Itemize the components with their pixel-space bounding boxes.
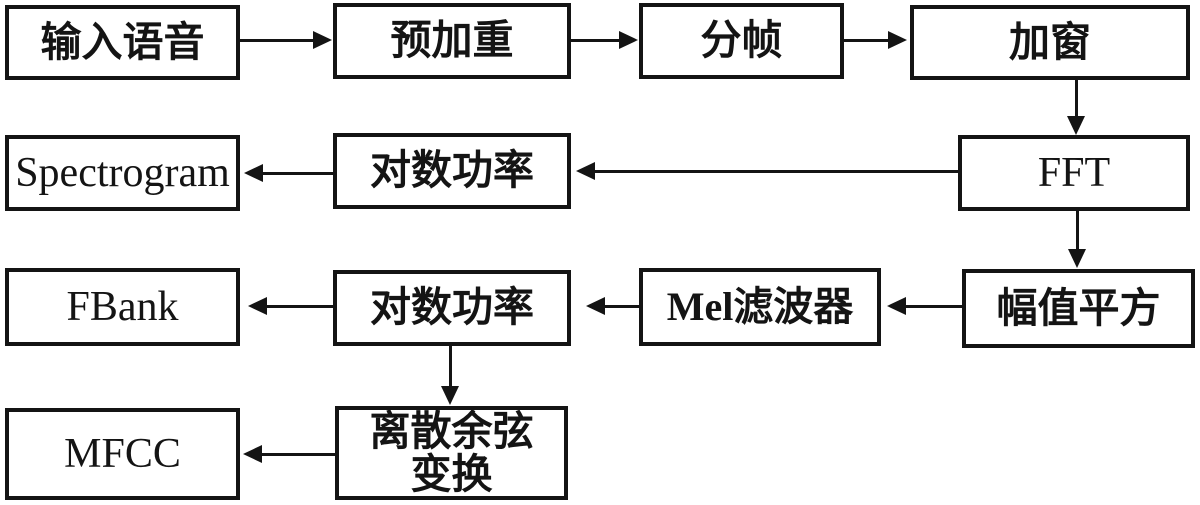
- arrowhead-down-icon: [441, 386, 459, 405]
- node-dct-label-line1: 离散余弦: [369, 407, 534, 454]
- node-fbank-label: FBank: [66, 283, 179, 330]
- arrow-line: [262, 172, 333, 175]
- node-fft: FFT: [958, 135, 1190, 211]
- node-framing: 分帧: [639, 3, 844, 79]
- node-magnitude-square-label: 幅值平方: [996, 284, 1161, 331]
- node-preemphasis: 预加重: [333, 3, 571, 79]
- arrowhead-right-icon: [619, 31, 638, 49]
- node-log-power-spectrogram-label: 对数功率: [370, 147, 534, 194]
- node-windowing-label: 加窗: [1009, 18, 1091, 65]
- node-dct: 离散余弦 变换: [335, 406, 568, 500]
- arrow-line: [1076, 211, 1079, 251]
- node-preemphasis-label: 预加重: [390, 17, 514, 64]
- arrowhead-left-icon: [887, 297, 906, 315]
- node-fbank: FBank: [5, 268, 240, 346]
- node-mfcc: MFCC: [5, 408, 240, 500]
- arrow-line: [844, 39, 890, 42]
- node-mel-filterbank: Mel滤波器: [639, 268, 881, 346]
- arrowhead-right-icon: [313, 31, 332, 49]
- node-windowing: 加窗: [910, 5, 1190, 80]
- arrowhead-left-icon: [576, 162, 595, 180]
- node-input-speech: 输入语音: [5, 5, 240, 80]
- node-log-power-spectrogram: 对数功率: [333, 133, 571, 209]
- node-dct-label-line2: 变换: [410, 451, 493, 497]
- arrow-line: [240, 39, 316, 42]
- arrowhead-left-icon: [243, 445, 262, 463]
- node-spectrogram: Spectrogram: [5, 135, 240, 211]
- arrowhead-left-icon: [586, 297, 605, 315]
- arrowhead-down-icon: [1068, 249, 1086, 268]
- arrow-line: [449, 346, 452, 388]
- node-magnitude-square: 幅值平方: [962, 269, 1195, 348]
- arrow-line: [571, 39, 621, 42]
- node-log-power-fbank-label: 对数功率: [370, 284, 534, 331]
- node-fft-label: FFT: [1037, 149, 1111, 196]
- node-spectrogram-label: Spectrogram: [15, 149, 230, 196]
- arrowhead-down-icon: [1067, 116, 1085, 135]
- node-mfcc-label: MFCC: [64, 430, 181, 477]
- arrow-line: [266, 305, 333, 308]
- arrowhead-right-icon: [888, 31, 907, 49]
- arrow-line: [594, 170, 958, 173]
- node-framing-label: 分帧: [700, 17, 783, 64]
- node-mel-filterbank-label: Mel滤波器: [666, 284, 854, 329]
- arrow-line: [1075, 80, 1078, 118]
- node-input-speech-label: 输入语音: [40, 18, 205, 65]
- arrow-line: [604, 305, 639, 308]
- arrowhead-left-icon: [248, 297, 267, 315]
- arrow-line: [261, 453, 335, 456]
- node-log-power-fbank: 对数功率: [333, 270, 571, 346]
- arrowhead-left-icon: [244, 164, 263, 182]
- arrow-line: [905, 305, 962, 308]
